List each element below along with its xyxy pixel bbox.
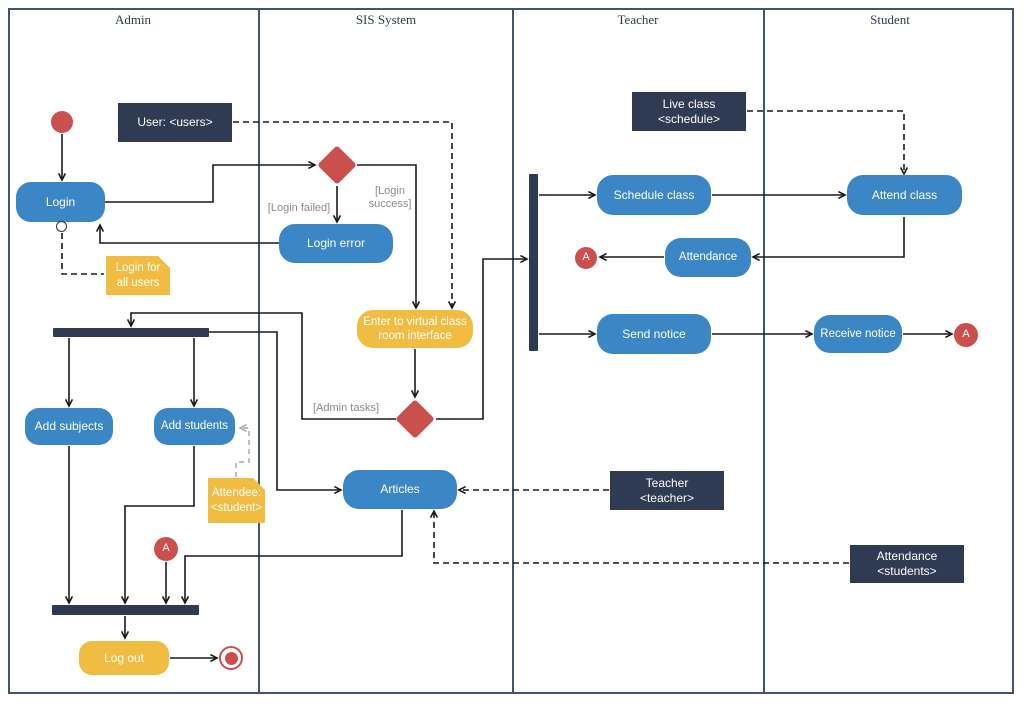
note-login-for-all-users[interactable]: Login for all users [106, 256, 170, 295]
connector-decision2-to-teacher-bar [436, 259, 527, 420]
connector-a-teacher[interactable]: A [575, 247, 597, 269]
lane-divider-admin-sis [258, 8, 260, 694]
lane-title-teacher: Teacher [617, 12, 659, 27]
connector-attendee-note-to-add-students [235, 428, 250, 477]
connector-login-to-note [61, 233, 104, 275]
lane-title-sis: SIS System [355, 12, 417, 27]
action-add-students[interactable]: Add students [154, 408, 235, 445]
fork-bar-teacher[interactable] [529, 174, 538, 351]
connector-fork-to-articles [209, 331, 341, 490]
action-login[interactable]: Login [16, 182, 105, 222]
lane-title-admin: Admin [114, 12, 152, 27]
guard-login-failed: [Login failed] [267, 202, 331, 214]
object-teacher[interactable]: Teacher <teacher> [610, 471, 724, 510]
lane-divider-sis-teacher [512, 8, 514, 694]
end-node[interactable] [219, 646, 243, 670]
connector-user-object-to-enter-virtual [233, 121, 452, 308]
connector-attend-class-to-attendance [753, 217, 905, 257]
connector-attendance-object-to-articles [434, 511, 849, 564]
guard-login-success: [Login success] [368, 185, 412, 211]
action-receive-notice[interactable]: Receive notice [814, 315, 902, 353]
note-anchor-circle [56, 221, 67, 232]
action-attendance[interactable]: Attendance [665, 238, 751, 277]
connector-articles-to-join [185, 510, 403, 603]
lane-divider-teacher-student [763, 8, 765, 694]
start-node[interactable] [51, 111, 73, 133]
object-attendance-students[interactable]: Attendance <students> [850, 545, 964, 583]
connector-login-to-decision1 [105, 165, 315, 203]
connector-a-student[interactable]: A [954, 323, 978, 347]
diagram-border [8, 8, 1014, 694]
connector-decision2-to-fork-bar [131, 312, 396, 420]
action-articles[interactable]: Articles [343, 470, 457, 509]
action-send-notice[interactable]: Send notice [597, 314, 711, 354]
connector-decision1-to-enter-virtual [357, 164, 416, 308]
lane-title-student: Student [870, 12, 910, 27]
fork-bar-admin[interactable] [53, 328, 209, 337]
connector-live-class-to-attend-class [747, 110, 904, 174]
action-attend-class[interactable]: Attend class [847, 175, 962, 215]
action-enter-virtual-classroom[interactable]: Enter to virtual class room interface [357, 310, 473, 348]
action-schedule-class[interactable]: Schedule class [597, 175, 711, 215]
connector-add-students-to-join [125, 446, 195, 603]
action-add-subjects[interactable]: Add subjects [25, 408, 113, 445]
join-bar-admin[interactable] [52, 605, 199, 615]
object-live-class-schedule[interactable]: Live class <schedule> [632, 92, 746, 131]
note-attendee-student[interactable]: Attendee: <student> [208, 478, 265, 523]
connector-login-error-to-login [100, 225, 280, 244]
object-user[interactable]: User: <users> [118, 103, 232, 142]
connector-a-admin[interactable]: A [154, 537, 178, 561]
action-log-out[interactable]: Log out [79, 641, 169, 675]
action-login-error[interactable]: Login error [279, 224, 393, 263]
guard-admin-tasks: [Admin tasks] [312, 402, 380, 414]
